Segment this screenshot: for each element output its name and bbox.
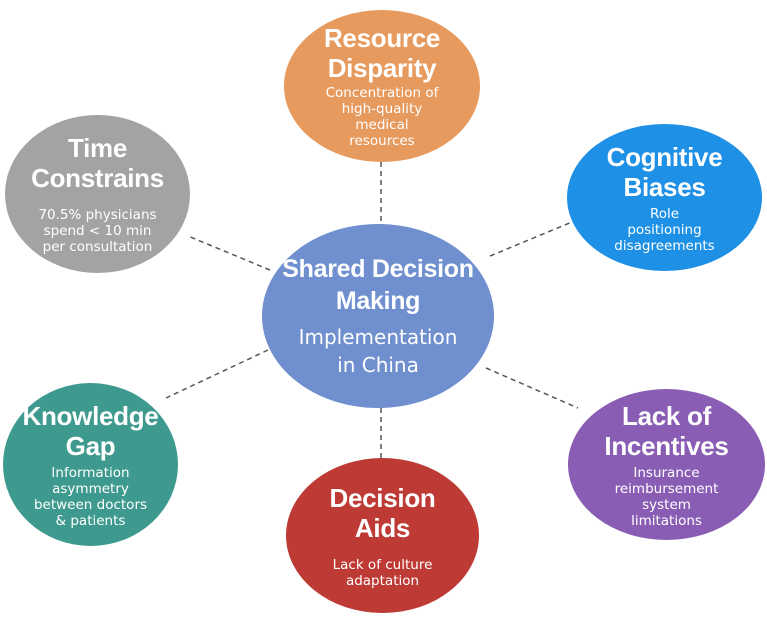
node-description: Concentration of high-quality medical re… bbox=[325, 85, 439, 149]
node-description: Lack of culture adaptation bbox=[332, 556, 433, 589]
node-title: Decision Aids bbox=[329, 482, 436, 543]
node-knowledge-gap: Knowledge Gap Information asymmetry betw… bbox=[3, 383, 178, 546]
node-title: Resource Disparity bbox=[323, 23, 441, 83]
node-description: 70.5% physicians spend < 10 min per cons… bbox=[38, 207, 157, 255]
center-title: Shared Decision Making bbox=[282, 255, 474, 315]
connector-incentives bbox=[485, 367, 579, 409]
node-decision-aids: Decision Aids Lack of culture adaptation bbox=[286, 458, 479, 613]
node-description: Information asymmetry between doctors & … bbox=[33, 464, 148, 529]
node-title: Time Constrains bbox=[31, 133, 164, 193]
connector-cognitive bbox=[489, 221, 573, 257]
node-time-constrains: Time Constrains 70.5% physicians spend <… bbox=[5, 115, 190, 273]
node-cognitive-biases: Cognitive Biases Role positioning disagr… bbox=[567, 124, 762, 271]
connector-time bbox=[187, 235, 271, 271]
connector-knowledge bbox=[165, 349, 269, 399]
node-description: Insurance reimbursement system limitatio… bbox=[614, 464, 719, 529]
node-resource-disparity: Resource Disparity Concentration of high… bbox=[284, 10, 480, 162]
node-title: Knowledge Gap bbox=[22, 400, 159, 461]
node-lack-of-incentives: Lack of Incentives Insurance reimburseme… bbox=[568, 389, 765, 540]
node-description: Role positioning disagreements bbox=[614, 205, 715, 254]
center-subtitle: Implementation in China bbox=[298, 325, 458, 377]
center-node: Shared Decision Making Implementation in… bbox=[262, 224, 494, 408]
node-title: Lack of Incentives bbox=[604, 400, 729, 461]
node-title: Cognitive Biases bbox=[606, 141, 723, 202]
